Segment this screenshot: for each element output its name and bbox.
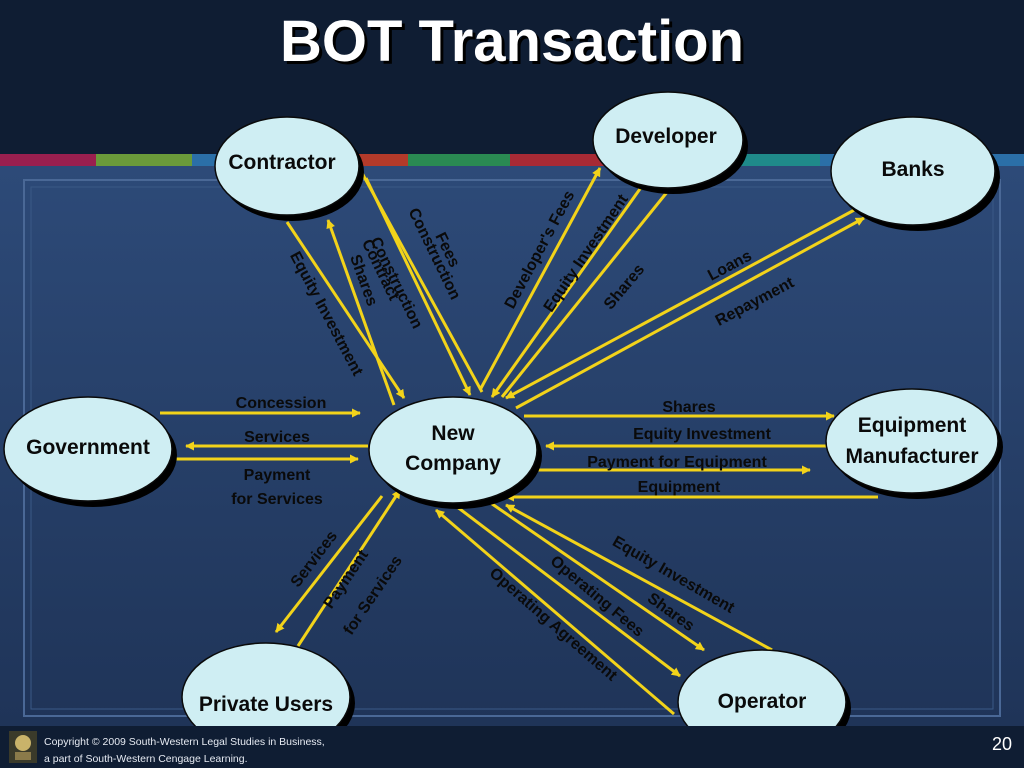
label-payment-for-services-gov-line2: for Services <box>231 491 323 508</box>
arrow-shares-developer <box>500 180 678 398</box>
page-number: 20 <box>991 734 1012 754</box>
arrow-operating-fees <box>447 498 681 678</box>
footer-background <box>0 726 1024 768</box>
arrow-developers-fees <box>478 167 602 391</box>
node-banks[interactable]: Banks <box>830 116 1000 231</box>
node-new-company[interactable]: New Company <box>368 396 542 509</box>
cengage-logo-icon <box>9 731 37 763</box>
node-government[interactable]: Government <box>3 396 177 507</box>
label-payment-for-equipment: Payment for Equipment <box>587 454 767 471</box>
copyright-line-1: Copyright © 2009 South-Western Legal Stu… <box>44 736 325 748</box>
arrow-construction-fees <box>354 161 484 393</box>
node-equipment-label-line2: Manufacturer <box>845 445 978 468</box>
arrow-loans <box>505 206 859 400</box>
label-concession: Concession <box>236 395 327 412</box>
arrow-operating-agreement <box>435 508 675 716</box>
node-contractor-label: Contractor <box>228 151 335 174</box>
node-developer-label: Developer <box>615 125 717 148</box>
node-private-users-label: Private Users <box>199 693 333 716</box>
node-contractor[interactable]: Contractor <box>214 116 364 221</box>
node-equipment-label-line1: Equipment <box>858 414 967 437</box>
node-government-label: Government <box>26 436 150 459</box>
arrow-repayment <box>515 216 865 410</box>
copyright-line-2: a part of South-Western Cengage Learning… <box>44 753 248 765</box>
arrow-shares-operator <box>481 495 705 652</box>
arrow-equity-investment-developer <box>490 171 654 398</box>
header-background <box>0 0 1024 154</box>
label-equity-investment-equipment: Equity Investment <box>633 426 771 443</box>
node-developer[interactable]: Developer <box>592 91 748 194</box>
label-payment-for-services-gov-line1: Payment <box>244 467 311 484</box>
arrows <box>160 161 878 716</box>
arrow-services-users <box>274 495 384 633</box>
copyright-notice: Copyright © 2009 South-Western Legal Stu… <box>44 734 374 768</box>
label-equipment: Equipment <box>638 479 721 496</box>
node-equipment-manufacturer[interactable]: Equipment Manufacturer <box>825 388 1003 499</box>
node-banks-label: Banks <box>881 158 944 181</box>
arrow-shares-contractor <box>326 219 396 406</box>
slide-title: BOT Transaction <box>279 9 745 74</box>
arrow-equity-investment-operator <box>505 503 773 652</box>
label-shares-equipment: Shares <box>662 399 715 416</box>
node-new-company-label-line2: Company <box>405 452 501 475</box>
arrow-equity-investment-contractor <box>285 221 406 399</box>
node-new-company-label-line1: New <box>431 422 475 445</box>
node-operator-label: Operator <box>718 690 807 713</box>
arrow-payment-for-services-users <box>296 489 402 647</box>
label-services-gov: Services <box>244 429 310 446</box>
